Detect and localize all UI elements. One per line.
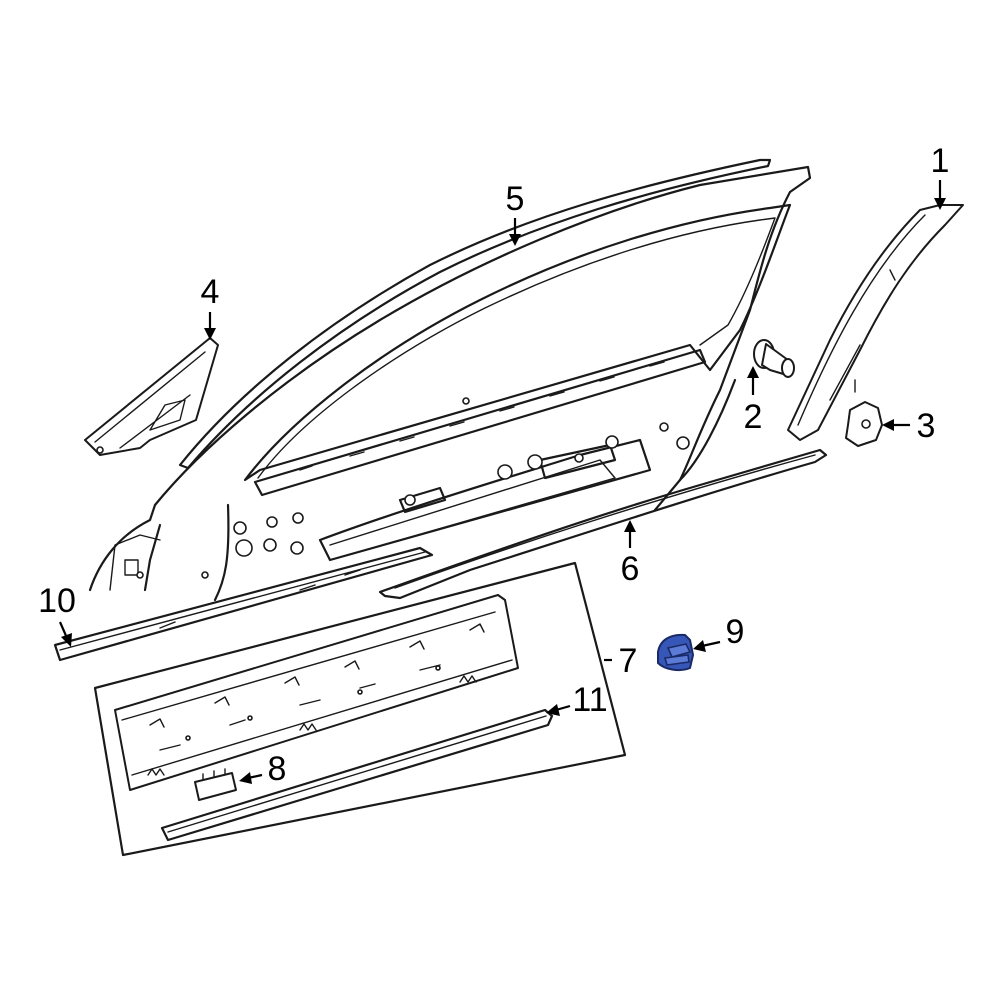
callout-labels: 1 2 3 4 5 6 7 8 9 10 11 — [38, 142, 949, 788]
part-3-clip — [845, 401, 883, 447]
part-9-plug-highlighted — [657, 633, 694, 672]
part-2-bolt — [753, 339, 795, 378]
callout-11: 11 — [572, 681, 607, 719]
part-7-box — [93, 561, 627, 857]
part-6-molding — [378, 448, 828, 600]
part-11-strip — [160, 708, 554, 842]
callout-2: 2 — [744, 398, 763, 436]
part-1-pillar-trim — [787, 204, 964, 441]
part-10-sill — [53, 546, 434, 662]
callout-3: 3 — [917, 407, 936, 445]
callout-10: 10 — [38, 582, 76, 620]
callout-arrows — [58, 180, 946, 784]
callout-9: 9 — [726, 613, 745, 651]
part-5-weatherstrip — [178, 158, 772, 470]
part-7-rocker-panel — [114, 594, 519, 791]
part-8-clip — [194, 768, 237, 801]
callout-4: 4 — [201, 273, 220, 311]
callout-5: 5 — [506, 180, 525, 218]
callout-8: 8 — [268, 750, 287, 788]
callout-7: 7 — [619, 642, 638, 680]
part-4-mirror-trim — [84, 337, 219, 456]
callout-1: 1 — [931, 142, 950, 180]
door-frame — [88, 165, 812, 602]
callout-6: 6 — [621, 550, 640, 588]
